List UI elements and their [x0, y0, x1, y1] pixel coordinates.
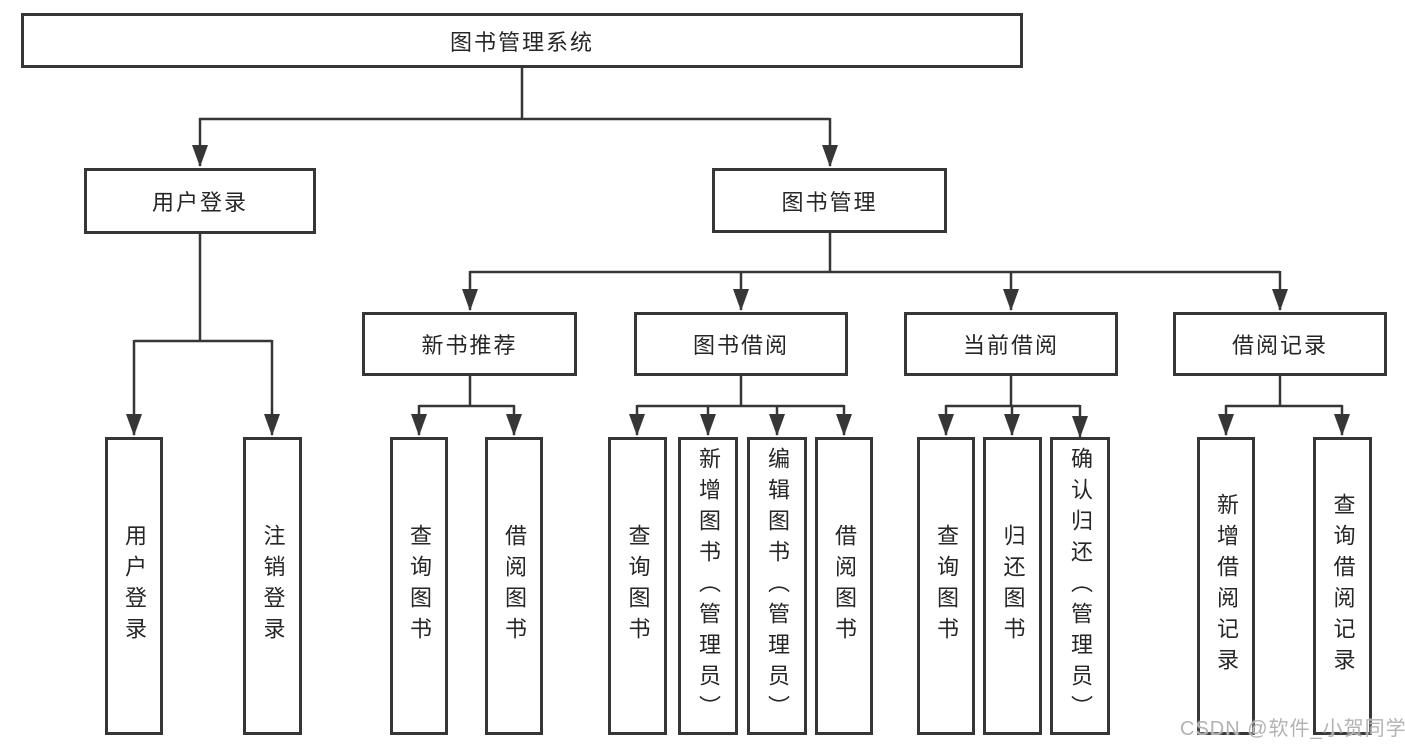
leaf-confirm-return-admin-label: 确认归还（管理员）	[1068, 446, 1093, 726]
leaf-query-books-borrow-label: 查询图书	[625, 524, 651, 648]
node-borrowing-records: 借阅记录	[1173, 312, 1387, 376]
node-book-management-system: 图书管理系统	[21, 13, 1023, 68]
leaf-query-borrow-record-label: 查询借阅记录	[1330, 493, 1356, 679]
leaf-borrow-books-rec: 借阅图书	[485, 437, 543, 735]
leaf-borrow-books-label: 借阅图书	[832, 524, 857, 648]
leaf-borrow-books-rec-label: 借阅图书	[502, 524, 527, 648]
node-book-management: 图书管理	[712, 168, 947, 233]
leaf-add-borrow-record: 新增借阅记录	[1197, 437, 1255, 735]
leaf-return-books-label: 归还图书	[1000, 524, 1026, 648]
node-book-management-system-label: 图书管理系统	[449, 29, 594, 55]
leaf-query-books-rec: 查询图书	[390, 437, 448, 735]
leaf-add-borrow-record-label: 新增借阅记录	[1214, 493, 1239, 679]
node-current-borrowing-label: 当前借阅	[962, 333, 1059, 358]
leaf-query-books-current: 查询图书	[917, 437, 975, 735]
leaf-logout-label: 注销登录	[260, 524, 286, 648]
leaf-query-borrow-record: 查询借阅记录	[1313, 437, 1372, 735]
leaf-add-book-admin-label: 新增图书（管理员）	[696, 446, 721, 726]
leaf-confirm-return-admin: 确认归还（管理员）	[1050, 437, 1110, 735]
node-current-borrowing: 当前借阅	[904, 312, 1118, 376]
leaf-edit-book-admin-label: 编辑图书（管理员）	[765, 446, 790, 726]
node-book-borrowing: 图书借阅	[634, 312, 848, 376]
leaf-borrow-books: 借阅图书	[815, 437, 873, 735]
leaf-edit-book-admin: 编辑图书（管理员）	[747, 437, 807, 735]
node-book-borrowing-label: 图书借阅	[692, 333, 789, 358]
leaf-query-books-borrow: 查询图书	[608, 437, 667, 735]
leaf-user-login: 用户登录	[105, 437, 163, 735]
node-user-login: 用户登录	[84, 168, 316, 234]
csdn-watermark: CSDN @软件_小贺同学	[1180, 718, 1405, 740]
leaf-logout: 注销登录	[243, 437, 302, 735]
node-new-book-recommendation: 新书推荐	[362, 312, 577, 376]
leaf-query-books-current-label: 查询图书	[934, 524, 959, 648]
node-new-book-recommendation-label: 新书推荐	[421, 333, 518, 358]
leaf-user-login-label: 用户登录	[122, 524, 147, 648]
leaf-query-books-rec-label: 查询图书	[407, 524, 432, 648]
node-user-login-label: 用户登录	[151, 190, 248, 215]
node-borrowing-records-label: 借阅记录	[1231, 333, 1328, 358]
leaf-return-books: 归还图书	[983, 437, 1042, 735]
node-book-management-label: 图书管理	[781, 189, 878, 215]
leaf-add-book-admin: 新增图书（管理员）	[678, 437, 738, 735]
